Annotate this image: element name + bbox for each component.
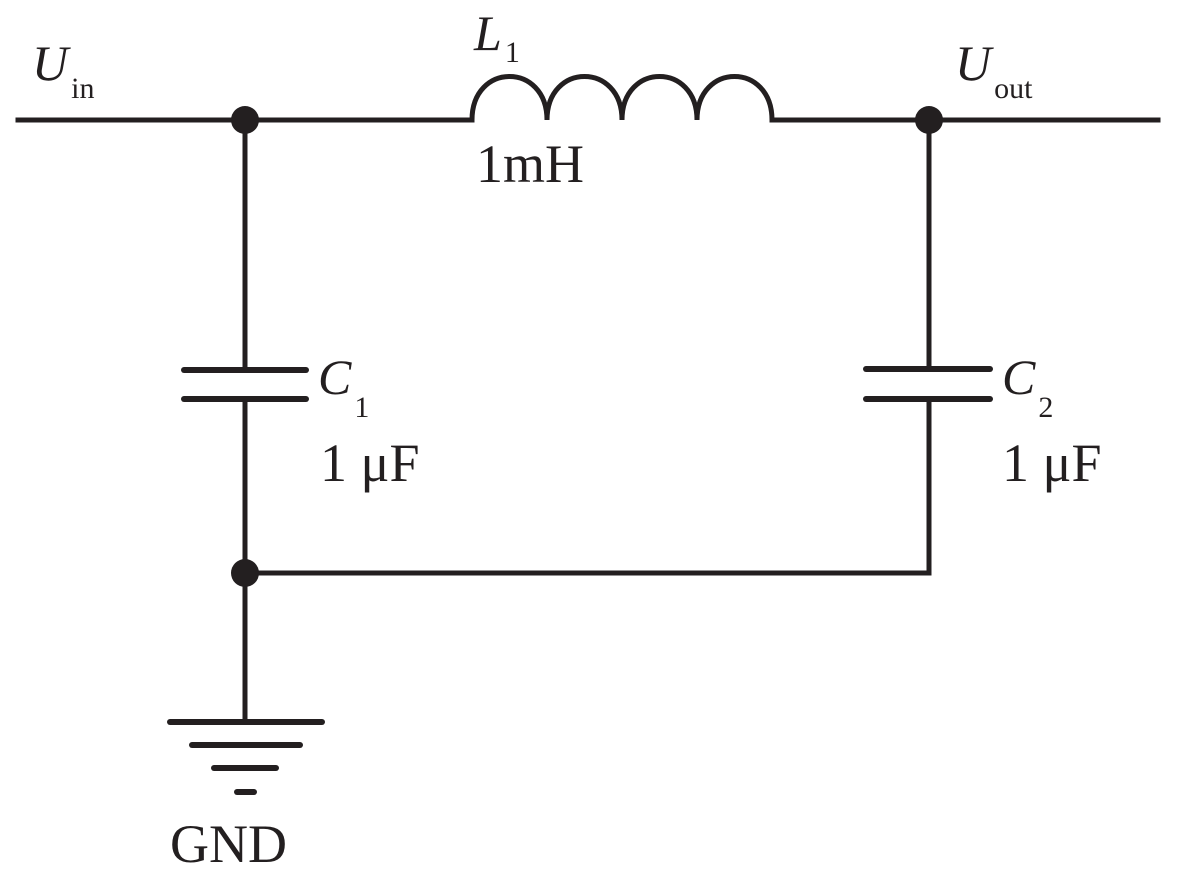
junction-node-input — [231, 106, 259, 134]
ground-label: GND — [170, 814, 287, 874]
ground-icon — [167, 719, 325, 795]
inductor-l1-coil — [469, 74, 775, 123]
capacitor-c2-label: C2 — [1002, 349, 1053, 424]
junction-node-output — [915, 106, 943, 134]
inductor-value: 1mH — [476, 134, 584, 194]
capacitor-c1-value: 1 μF — [320, 433, 419, 493]
junction-node-ground — [231, 559, 259, 587]
capacitor-c1-label: C1 — [318, 349, 369, 424]
capacitor-c2-value: 1 μF — [1002, 433, 1101, 493]
